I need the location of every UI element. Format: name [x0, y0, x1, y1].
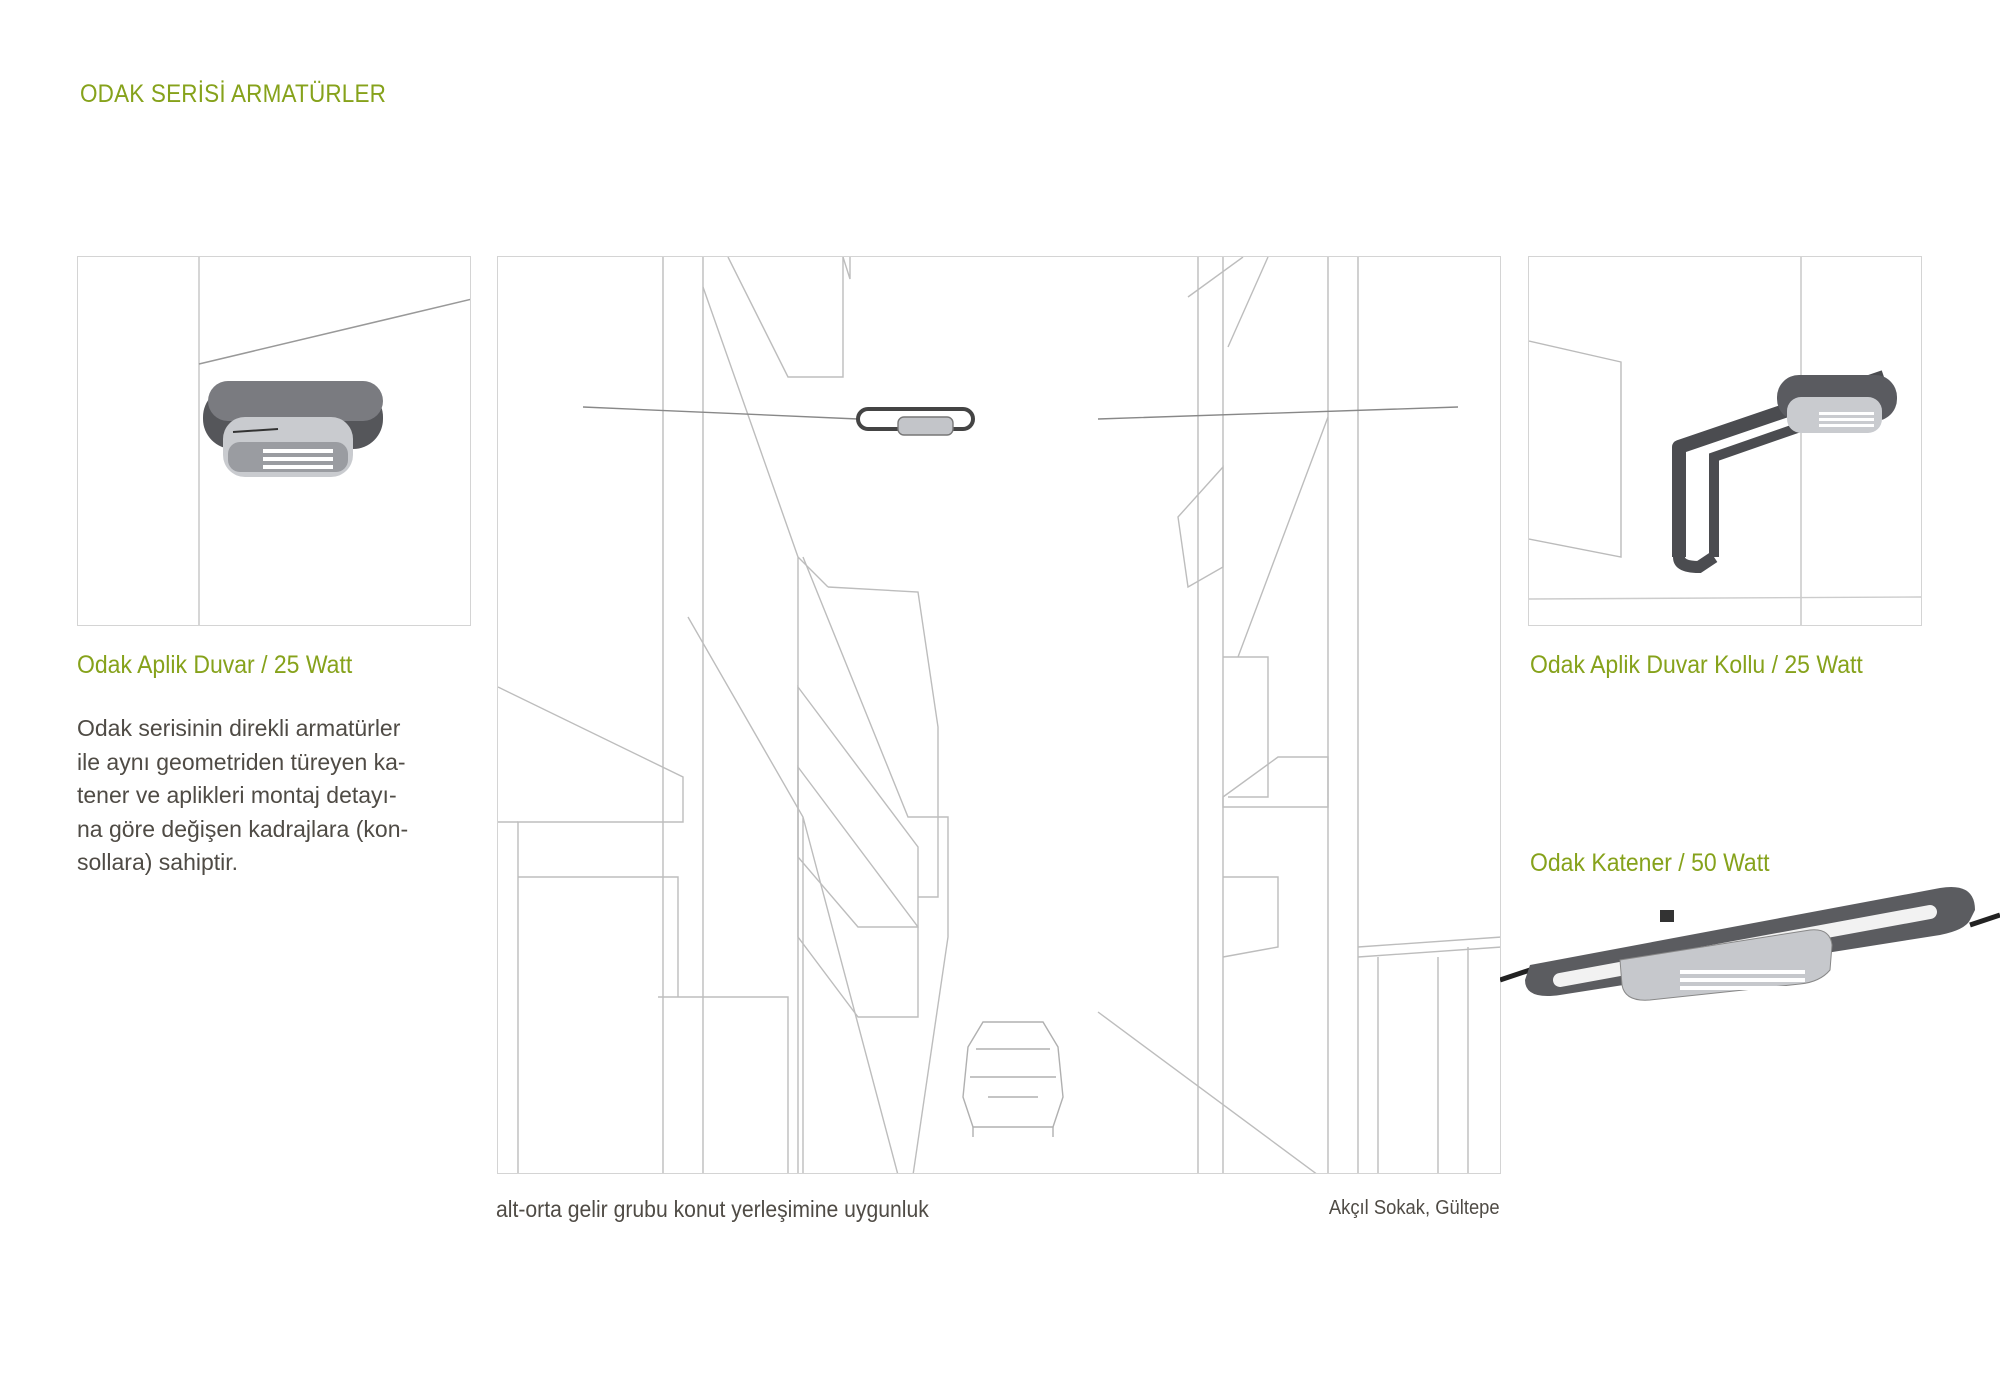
page-title: ODAK SERİSİ ARMATÜRLER — [80, 80, 387, 108]
product-label-wall-arm: Odak Aplik Duvar Kollu / 25 Watt — [1530, 651, 1863, 679]
luminaire-icon — [1672, 370, 1897, 574]
street-location: Akçıl Sokak, Gültepe — [1329, 1197, 1500, 1219]
wall-luminaire-image — [77, 256, 471, 626]
catenary-luminaire-icon — [856, 407, 975, 436]
street-sketch-image — [497, 256, 1501, 1174]
wall-arm-luminaire-image — [1528, 256, 1922, 626]
product-label-catenary: Odak Katener / 50 Watt — [1530, 849, 1770, 877]
description-line: Odak serisinin direkli armatürler — [77, 715, 401, 741]
description: Odak serisinin direkli armatürler ile ay… — [77, 712, 437, 880]
car-icon — [962, 1021, 1064, 1137]
description-line: tener ve aplikleri montaj detayı- — [77, 782, 397, 809]
product-label-wall: Odak Aplik Duvar / 25 Watt — [77, 651, 353, 679]
luminaire-icon — [203, 381, 383, 477]
description-line: na göre değişen kadrajlara (kon- — [77, 815, 409, 842]
catenary-luminaire-image — [1500, 886, 2000, 1001]
description-line: ile aynı geometriden türeyen ka- — [77, 748, 406, 775]
street-caption: alt-orta gelir grubu konut yerleşimine u… — [496, 1196, 929, 1222]
description-line: sollara) sahiptir. — [77, 849, 239, 876]
